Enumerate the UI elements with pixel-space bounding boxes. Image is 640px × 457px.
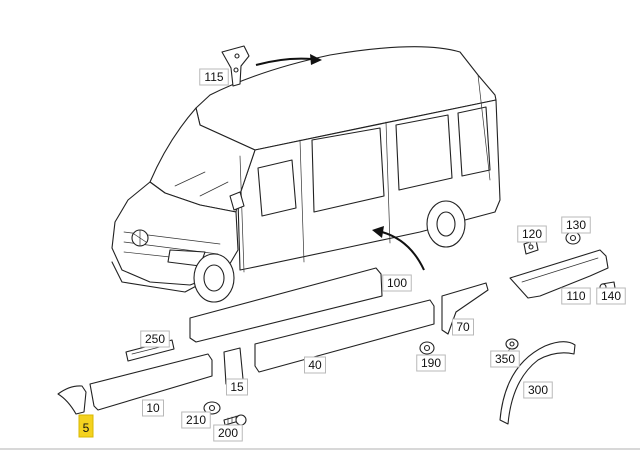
callout-200: 200 (213, 424, 243, 442)
callout-label: 15 (230, 380, 244, 394)
callout-label: 70 (456, 320, 470, 334)
part-110-rear-molding (509, 249, 609, 299)
callout-box (199, 68, 229, 86)
callout-box (517, 225, 547, 243)
callout-15: 15 (226, 378, 248, 396)
callout-210: 210 (181, 411, 211, 429)
callout-box (78, 414, 94, 438)
callout-box (523, 381, 553, 399)
part-40-molding (254, 299, 435, 373)
callout-label: 100 (387, 276, 407, 290)
callout-label: 200 (218, 426, 238, 440)
callout-120: 120 (517, 225, 547, 243)
callout-300: 300 (523, 381, 553, 399)
callout-label: 350 (495, 352, 515, 366)
callout-250: 250 (140, 330, 170, 348)
part-100-molding (189, 267, 383, 343)
callout-100: 100 (382, 274, 412, 292)
part-115-bracket (221, 45, 250, 87)
callout-box (226, 378, 248, 396)
callout-label: 140 (601, 289, 621, 303)
callout-box (561, 216, 591, 234)
callout-5: 5 (78, 414, 94, 438)
callout-label: 40 (308, 358, 322, 372)
callout-label: 10 (146, 401, 160, 415)
callout-labels: 115 120 130 100 110 140 70 250 190 350 40 15 300 10 21… (78, 68, 626, 442)
callout-box (304, 356, 326, 374)
part-190-clip (419, 341, 435, 355)
callout-label: 110 (566, 289, 585, 303)
callout-box (490, 350, 520, 368)
part-70-side-piece (441, 282, 489, 335)
callout-115: 115 (199, 68, 229, 86)
part-200-screw (223, 414, 247, 426)
callout-box (561, 287, 591, 305)
callout-label: 120 (522, 227, 542, 241)
callout-box (213, 424, 243, 442)
part-5-corner-piece (57, 385, 87, 415)
part-130-clip (565, 231, 581, 245)
callout-box (142, 399, 164, 417)
part-210-washer (203, 401, 221, 415)
callout-70: 70 (452, 318, 474, 336)
callout-label: 115 (204, 70, 223, 84)
arrow-to-roof (255, 54, 322, 66)
callout-box (181, 411, 211, 429)
callout-label: 130 (566, 218, 586, 232)
arrow-to-side (372, 226, 425, 271)
part-350-clip (505, 338, 519, 350)
callout-box (452, 318, 474, 336)
callout-box (596, 287, 626, 305)
part-300-wheel-arch (499, 341, 576, 425)
callout-label: 250 (145, 332, 165, 346)
callout-350: 350 (490, 350, 520, 368)
callout-label: 300 (528, 383, 548, 397)
callout-label: 190 (421, 356, 441, 370)
callout-box (416, 354, 446, 372)
callout-190: 190 (416, 354, 446, 372)
callout-10: 10 (142, 399, 164, 417)
part-10-molding (89, 353, 213, 411)
callout-box (140, 330, 170, 348)
callout-140: 140 (596, 287, 626, 305)
callout-110: 110 (561, 287, 591, 305)
callout-label: 5 (83, 421, 90, 435)
callout-box (382, 274, 412, 292)
callout-40: 40 (304, 356, 326, 374)
callout-130: 130 (561, 216, 591, 234)
callout-label: 210 (186, 413, 206, 427)
van-illustration (111, 46, 501, 303)
